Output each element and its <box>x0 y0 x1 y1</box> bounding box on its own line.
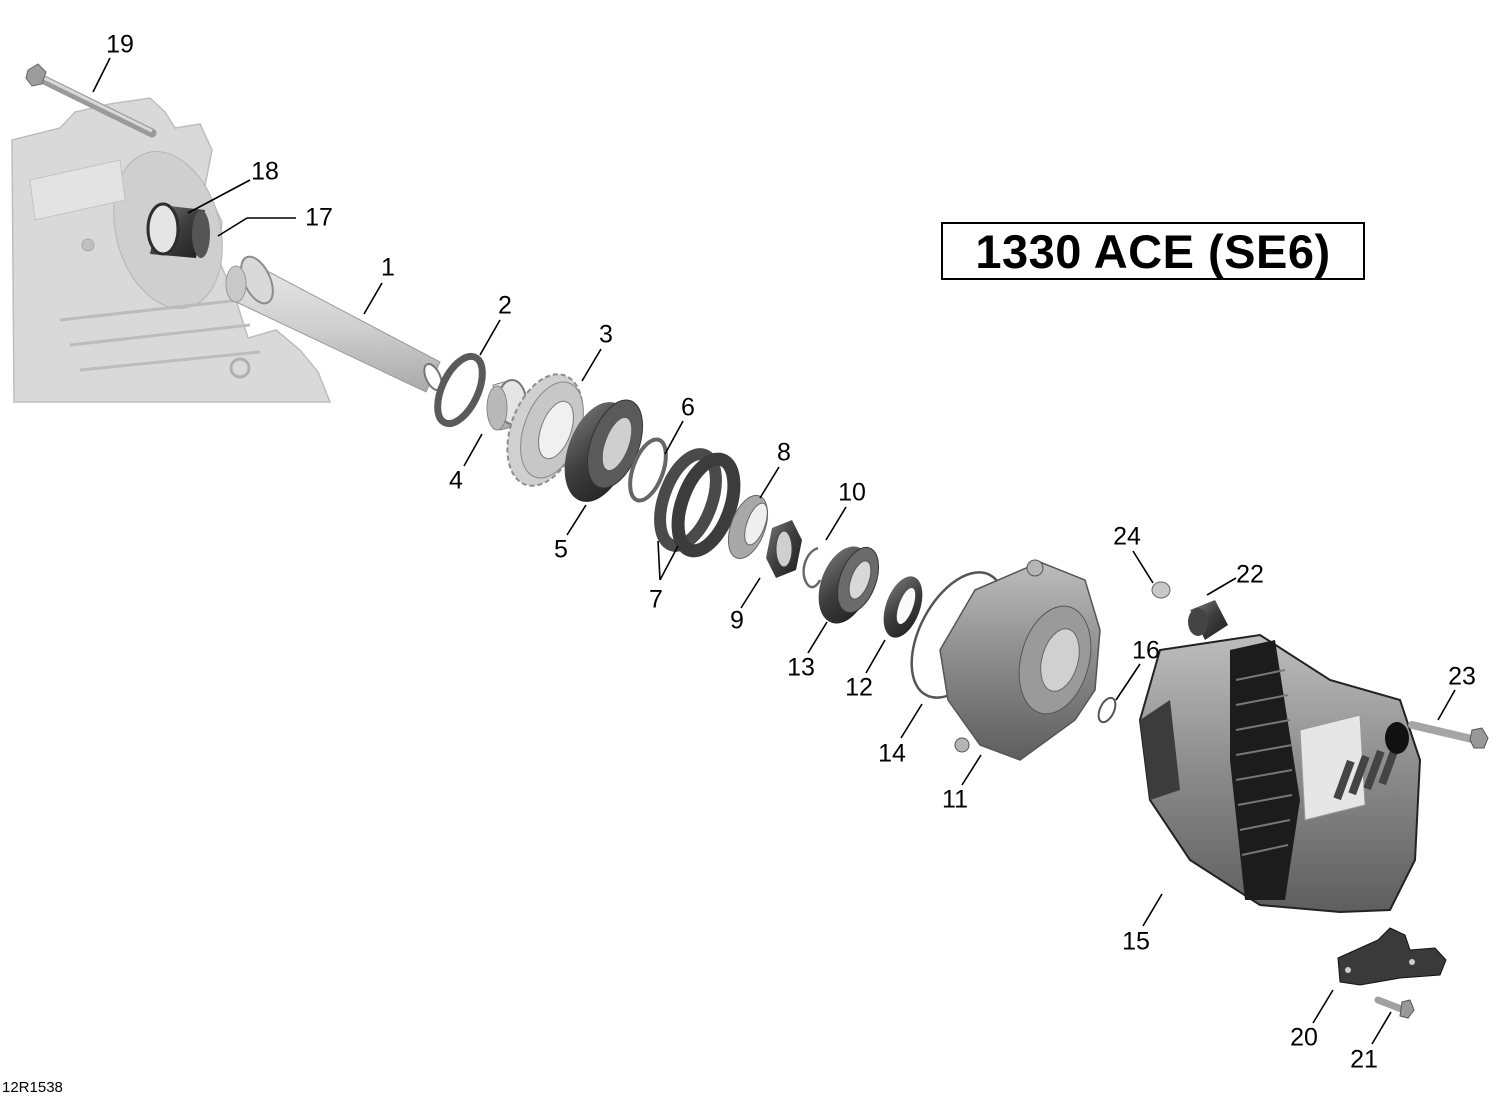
callout-17: 17 <box>305 203 333 232</box>
part-15-alternator <box>1138 633 1422 914</box>
model-title: 1330 ACE (SE6) <box>975 224 1331 278</box>
part-10-circlip <box>802 546 822 589</box>
callout-8: 8 <box>777 438 791 467</box>
part-11-housing <box>939 559 1101 761</box>
callout-14: 14 <box>878 739 906 768</box>
part-18-sleeve <box>146 202 210 258</box>
callout-5: 5 <box>554 535 568 564</box>
callout-19: 19 <box>106 30 134 59</box>
leader-lines <box>92 57 1456 1045</box>
callout-2: 2 <box>498 291 512 320</box>
callout-10: 10 <box>838 478 866 507</box>
callout-16: 16 <box>1132 636 1160 665</box>
callout-7: 7 <box>649 585 663 614</box>
part-19-bolt <box>25 63 157 138</box>
part-2-washer <box>434 352 486 428</box>
callout-24: 24 <box>1113 522 1141 551</box>
part-9-nut <box>766 520 802 578</box>
part-24-nut <box>1151 581 1171 599</box>
callout-6: 6 <box>681 393 695 422</box>
callout-21: 21 <box>1350 1045 1378 1074</box>
callout-20: 20 <box>1290 1023 1318 1052</box>
part-5-bearing <box>564 399 643 502</box>
callout-23: 23 <box>1448 662 1476 691</box>
part-6-ring <box>628 437 668 503</box>
model-title-box: 1330 ACE (SE6) <box>941 222 1365 280</box>
callout-4: 4 <box>449 466 463 495</box>
callout-11: 11 <box>942 785 968 814</box>
part-8-spacer <box>727 494 769 560</box>
part-13-bearing <box>818 546 880 624</box>
part-7-washers <box>654 448 741 558</box>
part-23-bolt <box>1408 721 1489 749</box>
callout-22: 22 <box>1236 560 1264 589</box>
callout-1: 1 <box>381 253 395 282</box>
part-20-bracket <box>1337 927 1447 986</box>
callout-18: 18 <box>251 157 279 186</box>
part-22-cap <box>1188 600 1228 640</box>
part-16-oring <box>1097 696 1117 724</box>
callout-13: 13 <box>787 653 815 682</box>
callout-15: 15 <box>1122 927 1150 956</box>
part-21-bolt <box>1374 996 1415 1019</box>
part-1-shaft <box>225 255 443 393</box>
part-12-seal <box>883 576 923 638</box>
callout-12: 12 <box>845 673 873 702</box>
figure-reference-code: 12R1538 <box>2 1079 63 1096</box>
callout-9: 9 <box>730 606 744 635</box>
callout-3: 3 <box>599 320 613 349</box>
